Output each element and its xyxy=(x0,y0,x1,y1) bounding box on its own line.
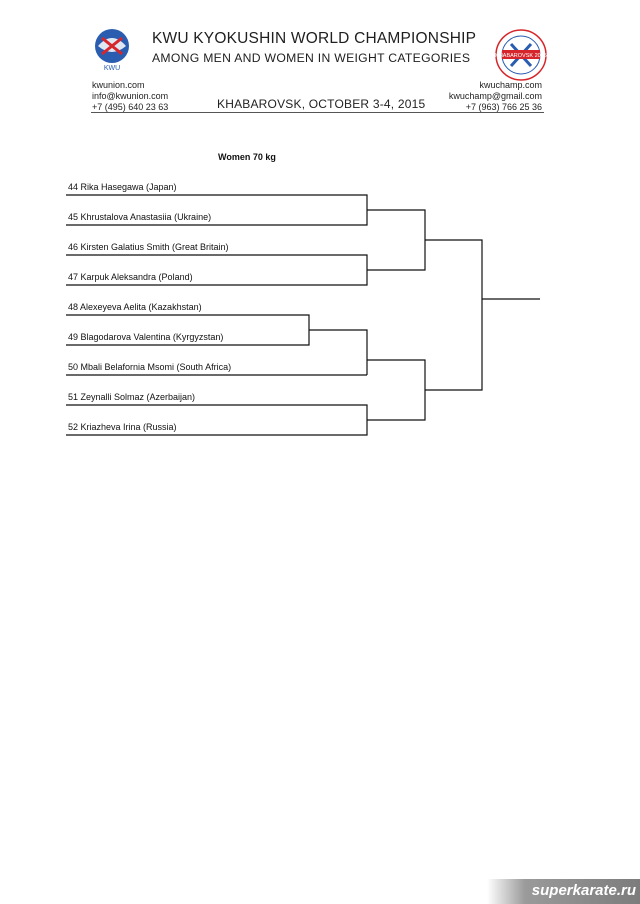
competitor-slot-52: 52 Kriazheva Irina (Russia) xyxy=(68,422,177,432)
contact-phone: +7 (963) 766 25 36 xyxy=(465,102,542,112)
kwu-logo-text: KWU xyxy=(104,65,120,72)
match-48-49 xyxy=(66,314,310,346)
semi-top xyxy=(367,209,426,271)
contact-email: info@kwunion.com xyxy=(92,91,169,101)
final xyxy=(425,239,483,391)
semi-bottom xyxy=(367,359,426,421)
contacts-left: kwunion.com info@kwunion.com +7 (495) 64… xyxy=(92,80,168,113)
kwu-logo: KWU xyxy=(95,29,129,72)
competitor-slot-48: 48 Alexeyeva Aelita (Kazakhstan) xyxy=(68,302,202,312)
contact-website: kwuchamp.com xyxy=(479,80,542,90)
competitor-slot-44: 44 Rika Hasegawa (Japan) xyxy=(68,182,177,192)
competitor-slot-47: 47 Karpuk Aleksandra (Poland) xyxy=(68,272,193,282)
watermark: superkarate.ru xyxy=(487,879,640,904)
contact-email: kwuchamp@gmail.com xyxy=(448,91,542,101)
championship-emblem: KHABAROVSK 2015 xyxy=(495,29,547,81)
contact-phone: +7 (495) 640 23 63 xyxy=(92,102,169,112)
competitor-slot-49: 49 Blagodarova Valentina (Kyrgyzstan) xyxy=(68,332,224,342)
match-48-49-vs-50 xyxy=(309,329,368,375)
competitor-slot-45: 45 Khrustalova Anastasiia (Ukraine) xyxy=(68,212,212,222)
competitor-slot-46: 46 Kirsten Galatius Smith (Great Britain… xyxy=(68,242,229,252)
location-date: KHABAROVSK, OCTOBER 3-4, 2015 xyxy=(217,97,426,111)
header-divider xyxy=(91,112,544,113)
competitor-slot-50: 50 Mbali Belafornia Msomi (South Africa) xyxy=(68,362,232,372)
weight-category-title: Women 70 kg xyxy=(218,152,276,162)
competitor-slot-51: 51 Zeynalli Solmaz (Azerbaijan) xyxy=(68,392,196,402)
watermark-text: superkarate.ru xyxy=(531,882,636,899)
contact-website: kwunion.com xyxy=(92,80,145,90)
championship-subtitle: AMONG MEN AND WOMEN IN WEIGHT CATEGORIES xyxy=(152,51,471,65)
contacts-right: kwuchamp.com kwuchamp@gmail.com +7 (963)… xyxy=(449,80,542,113)
emblem-text: KHABAROVSK 2015 xyxy=(495,53,547,59)
match-44-45 xyxy=(66,194,368,226)
championship-title: KWU KYOKUSHIN WORLD CHAMPIONSHIP xyxy=(152,30,477,47)
match-46-47 xyxy=(66,254,368,286)
match-51-52 xyxy=(66,404,368,436)
